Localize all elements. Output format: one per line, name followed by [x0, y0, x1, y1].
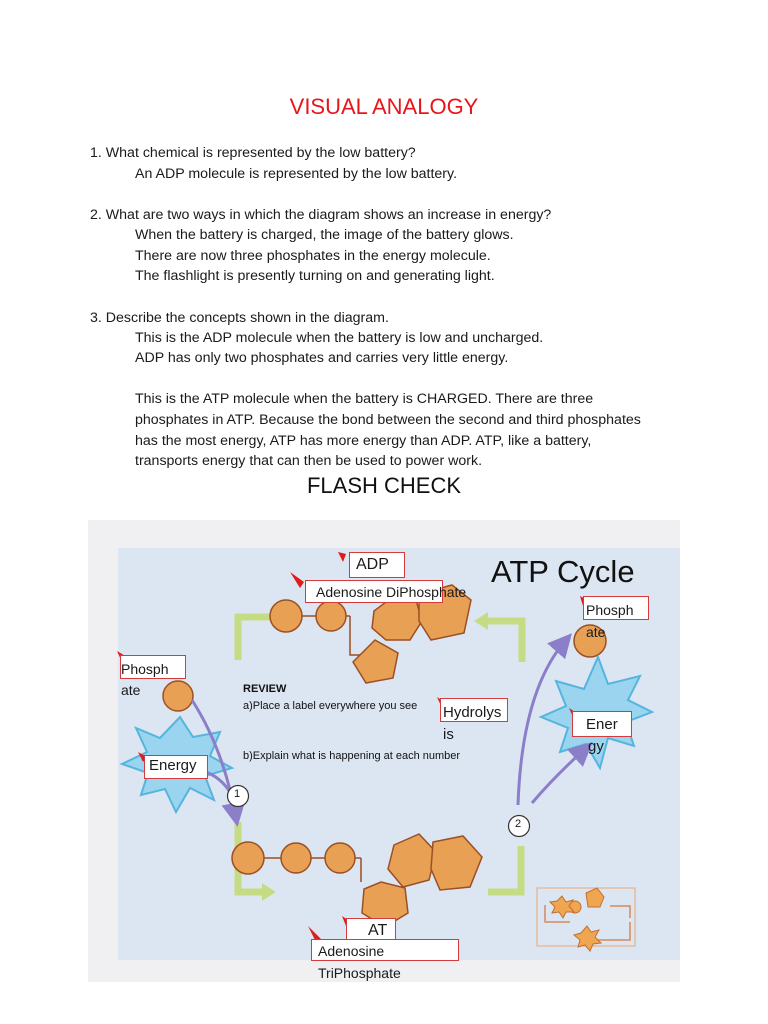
adp-full-label-box	[305, 580, 443, 603]
free-phosphate-right	[573, 624, 607, 658]
bottom-left-arrowhead	[262, 883, 276, 901]
page-title: VISUAL ANALOGY	[289, 94, 479, 119]
atp-molecule	[231, 833, 483, 928]
atp-full-label: Adenosine	[318, 943, 385, 959]
answer-3-paragraph-line: phosphates in ATP. Because the bond betw…	[135, 412, 641, 428]
energy-right-label-box	[572, 711, 632, 737]
answer-3-paragraph-line: This is the ATP molecule when the batter…	[135, 391, 594, 407]
adp-label: ADP	[356, 556, 389, 573]
flash-check-heading: FLASH CHECK	[306, 473, 462, 498]
answer-3-line: ADP has only two phosphates and carries …	[135, 350, 509, 366]
hydrolysis-label-box	[440, 698, 508, 722]
atp-full-label-2: TriPhosphate	[318, 965, 401, 981]
review-instruction-b: b)Explain what is happening at each numb…	[243, 750, 461, 762]
top-right-arrowhead	[474, 612, 488, 630]
answer-3-paragraph-line: transports energy that can then be used …	[135, 453, 483, 469]
question-1: 1. What chemical is represented by the l…	[90, 145, 416, 161]
adp-label-box	[349, 552, 405, 578]
question-3: 3. Describe the concepts shown in the di…	[90, 310, 389, 326]
answer-2-line: When the battery is charged, the image o…	[135, 227, 514, 243]
energy-left-label-box	[144, 755, 208, 779]
step-2-number: 2	[515, 818, 522, 830]
energy-left-label: Energy	[149, 757, 197, 774]
answer-3-paragraph-line: has the most energy, ATP has more energy…	[135, 433, 592, 449]
phosphate-left-label: Phosph	[121, 661, 169, 677]
energy-out-arrow	[530, 741, 593, 804]
phosphate-left-label-2: ate	[121, 682, 141, 698]
atp-label: AT	[368, 922, 388, 939]
answer-2-line: The flashlight is presently turning on a…	[135, 268, 495, 284]
answer-1: An ADP molecule is represented by the lo…	[135, 166, 458, 182]
top-right-bracket-arrow	[488, 617, 526, 662]
mini-cycle-thumbnail	[536, 887, 636, 952]
bottom-right-bracket-arrow	[488, 846, 525, 896]
hydrolysis-label-2: is	[443, 726, 454, 743]
atp-full-label-box	[311, 939, 459, 961]
phosphate-right-label-2: ate	[586, 624, 606, 640]
question-2: 2. What are two ways in which the diagra…	[90, 207, 552, 223]
review-instruction-a: a)Place a label everywhere you see	[243, 700, 418, 712]
answer-3-line: This is the ADP molecule when the batter…	[135, 330, 544, 346]
phosphate-right-label-box	[583, 596, 649, 620]
review-title: REVIEW	[243, 683, 287, 695]
answer-2-line: There are now three phosphates in the en…	[135, 248, 491, 264]
atp-cycle-title: ATP Cycle	[491, 554, 635, 589]
adp-full-label: Adenosine DiPhosphate	[316, 584, 467, 600]
top-left-bracket-arrow	[234, 613, 276, 660]
phosphate-leaving-arrow	[516, 633, 572, 806]
energy-right-label: Ener	[586, 716, 618, 733]
step-1-number: 1	[234, 788, 241, 800]
step-1-circle	[226, 784, 250, 808]
hydrolysis-label: Hydrolys	[443, 704, 502, 721]
phosphate-right-label: Phosph	[586, 602, 634, 618]
step-2-circle	[507, 814, 531, 838]
energy-right-label-2: gy	[588, 738, 604, 755]
phosphate-left-label-box	[120, 655, 186, 679]
free-phosphate-left	[162, 680, 194, 712]
